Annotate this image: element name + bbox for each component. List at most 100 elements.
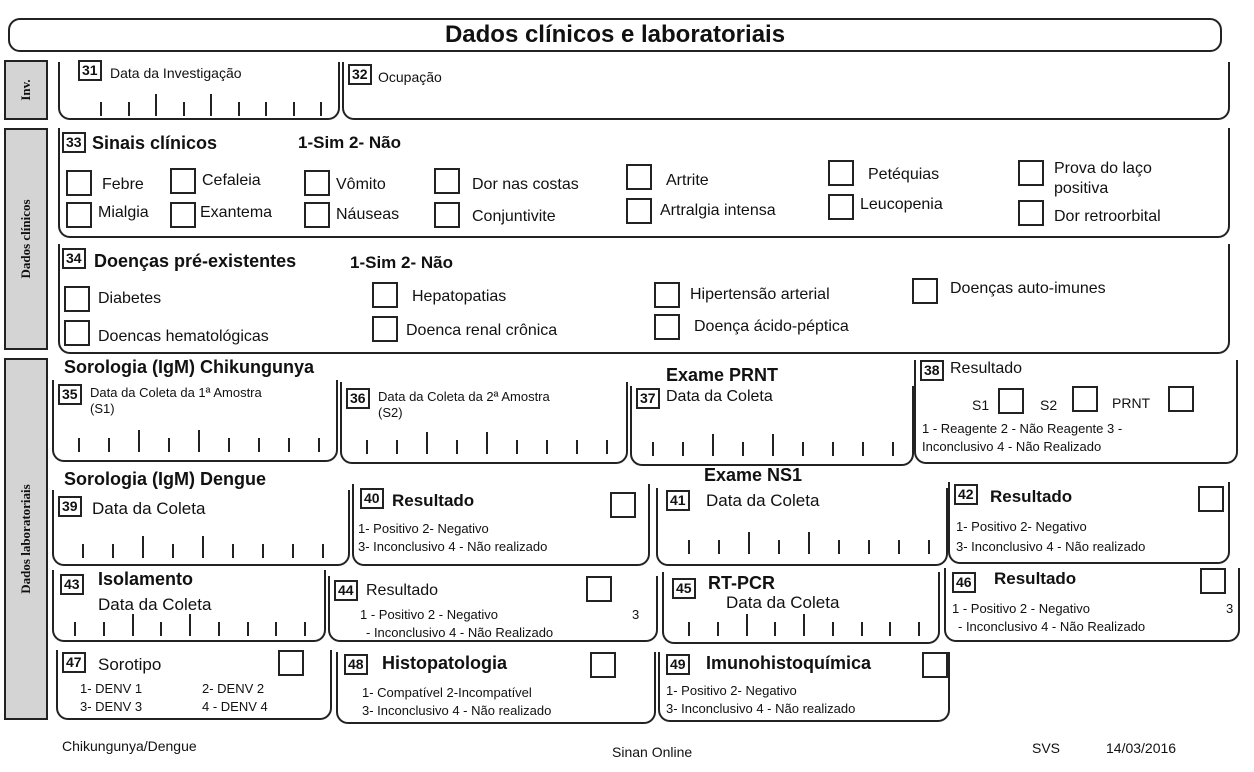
checkbox-doenca-renal-cronica[interactable] xyxy=(372,316,398,342)
label-dor-nas-costas: Dor nas costas xyxy=(472,176,579,193)
result-legend-line2: - Inconclusivo 4 - Não Realizado xyxy=(366,625,554,640)
checkbox-artrite[interactable] xyxy=(626,164,652,190)
field-number: 31 xyxy=(78,60,102,81)
date-input-ticks[interactable] xyxy=(366,432,608,454)
field-label: Resultado xyxy=(950,360,1023,377)
result-legend-line2: - Inconclusivo 4 - Não Realizado xyxy=(958,619,1146,634)
date-digit-tick xyxy=(172,544,174,558)
checkbox-mialgia[interactable] xyxy=(66,202,92,228)
date-input-ticks[interactable] xyxy=(688,614,920,636)
side-label-dados-clinicos: Dados clínicos xyxy=(4,128,48,350)
field-number: 36 xyxy=(346,388,370,409)
date-digit-tick xyxy=(803,614,805,636)
field-42-resultado-ns1: 42 Resultado 1- Positivo 2- Negativo 3- … xyxy=(948,482,1230,564)
field-title: Sinais clínicos xyxy=(92,133,218,153)
checkbox-resultado-s2[interactable] xyxy=(1072,386,1098,412)
field-label: Ocupação xyxy=(378,69,442,85)
date-digit-tick xyxy=(265,102,267,116)
checkbox-dor-retroorbital[interactable] xyxy=(1018,200,1044,226)
date-input-ticks[interactable] xyxy=(100,94,322,116)
label-conjuntivite: Conjuntivite xyxy=(472,208,556,225)
field-41-data-coleta-ns1[interactable]: 41 Data da Coleta xyxy=(656,488,948,566)
field-38-resultado-prnt: 38 Resultado S1 S2 PRNT 1 - Reagente 2 -… xyxy=(914,360,1238,464)
checkbox-nauseas[interactable] xyxy=(304,202,330,228)
checkbox-imunohistoquimica[interactable] xyxy=(922,652,948,678)
label-s2: S2 xyxy=(1040,397,1058,413)
checkbox-petequias[interactable] xyxy=(828,160,854,186)
field-31-data-investigacao[interactable]: 31 Data da Investigação xyxy=(58,60,340,120)
date-input-ticks[interactable] xyxy=(78,430,320,452)
date-digit-tick xyxy=(132,614,134,636)
checkbox-dor-nas-costas[interactable] xyxy=(434,168,460,194)
checkbox-cefaleia[interactable] xyxy=(170,168,196,194)
footer-system-name: Sinan Online xyxy=(612,744,693,760)
result-legend-line2: 3- Inconclusivo 4 - Não realizado xyxy=(956,539,1146,554)
checkbox-febre[interactable] xyxy=(66,170,92,196)
date-input-ticks[interactable] xyxy=(652,434,894,456)
date-digit-tick xyxy=(210,94,212,116)
date-digit-tick xyxy=(652,442,654,456)
field-49-imunohistoquimica: 49 Imunohistoquímica 1- Positivo 2- Nega… xyxy=(658,652,950,722)
label-hipertensao-arterial: Hipertensão arterial xyxy=(690,286,830,303)
checkbox-hipertensao-arterial[interactable] xyxy=(654,282,680,308)
checkbox-resultado-dengue[interactable] xyxy=(610,492,636,518)
field-35-data-coleta-s1[interactable]: 35 Data da Coleta da 1ª Amostra (S1) xyxy=(52,380,338,462)
checkbox-exantema[interactable] xyxy=(170,202,196,228)
date-digit-tick xyxy=(486,432,488,454)
date-digit-tick xyxy=(82,544,84,558)
date-digit-tick xyxy=(160,622,162,636)
checkbox-resultado-ns1[interactable] xyxy=(1198,486,1224,512)
date-digit-tick xyxy=(366,440,368,454)
date-digit-tick xyxy=(138,430,140,452)
label-cefaleia: Cefaleia xyxy=(202,172,261,189)
date-digit-tick xyxy=(112,544,114,558)
checkbox-leucopenia[interactable] xyxy=(828,194,854,220)
date-digit-tick xyxy=(606,440,608,454)
field-48-histopatologia: 48 Histopatologia 1- Compatível 2-Incomp… xyxy=(336,652,656,724)
date-digit-tick xyxy=(746,614,748,636)
field-45-rt-pcr[interactable]: 45 RT-PCR Data da Coleta xyxy=(662,572,940,644)
field-title: Isolamento xyxy=(98,569,194,589)
field-label: Data da Coleta xyxy=(666,388,773,405)
date-input-ticks[interactable] xyxy=(82,536,324,558)
exame-ns1-title: Exame NS1 xyxy=(704,465,803,485)
footer-form-name: Chikungunya/Dengue xyxy=(62,738,197,754)
result-legend-line2: 3- Inconclusivo 4 - Não realizado xyxy=(666,701,856,716)
date-digit-tick xyxy=(247,622,249,636)
date-digit-tick xyxy=(304,622,306,636)
checkbox-resultado-s1[interactable] xyxy=(998,388,1024,414)
field-39-data-coleta-dengue[interactable]: 39 Data da Coleta xyxy=(52,490,350,566)
field-43-isolamento[interactable]: 43 Isolamento Data da Coleta xyxy=(52,570,326,642)
field-label: Data da Coleta xyxy=(92,499,206,518)
date-input-ticks[interactable] xyxy=(688,532,930,554)
date-digit-tick xyxy=(898,540,900,554)
field-37-data-coleta-prnt[interactable]: 37 Data da Coleta xyxy=(630,386,914,466)
field-32-ocupacao[interactable]: 32 Ocupação xyxy=(342,62,1230,120)
date-input-ticks[interactable] xyxy=(74,614,306,636)
result-legend-line1b: 3 xyxy=(632,607,640,622)
checkbox-artralgia-intensa[interactable] xyxy=(626,198,652,224)
checkbox-doencas-hematologicas[interactable] xyxy=(64,320,90,346)
field-number: 33 xyxy=(62,132,86,153)
checkbox-hepatopatias[interactable] xyxy=(372,282,398,308)
checkbox-doencas-auto-imunes[interactable] xyxy=(912,278,938,304)
date-digit-tick xyxy=(262,544,264,558)
field-36-data-coleta-s2[interactable]: 36 Data da Coleta da 2ª Amostra (S2) xyxy=(340,382,628,464)
date-digit-tick xyxy=(456,440,458,454)
checkbox-prova-do-laco[interactable] xyxy=(1018,160,1044,186)
checkbox-doenca-acido-peptica[interactable] xyxy=(654,314,680,340)
checkbox-diabetes[interactable] xyxy=(64,286,90,312)
sorologia-chikungunya-title: Sorologia (IgM) Chikungunya xyxy=(64,357,314,377)
label-hepatopatias: Hepatopatias xyxy=(412,288,507,305)
checkbox-resultado-rt-pcr[interactable] xyxy=(1200,568,1226,594)
result-legend-line1: 1- Positivo 2- Negativo xyxy=(956,519,1087,534)
checkbox-conjuntivite[interactable] xyxy=(434,202,460,228)
sorologia-dengue-title: Sorologia (IgM) Dengue xyxy=(64,469,266,489)
checkbox-sorotipo[interactable] xyxy=(278,650,304,676)
checkbox-vomito[interactable] xyxy=(304,170,330,196)
section-title: Dados clínicos e laboratoriais xyxy=(8,18,1222,52)
checkbox-resultado-isolamento[interactable] xyxy=(586,576,612,602)
date-digit-tick xyxy=(808,532,810,554)
checkbox-histopatologia[interactable] xyxy=(590,652,616,678)
checkbox-resultado-prnt[interactable] xyxy=(1168,386,1194,412)
